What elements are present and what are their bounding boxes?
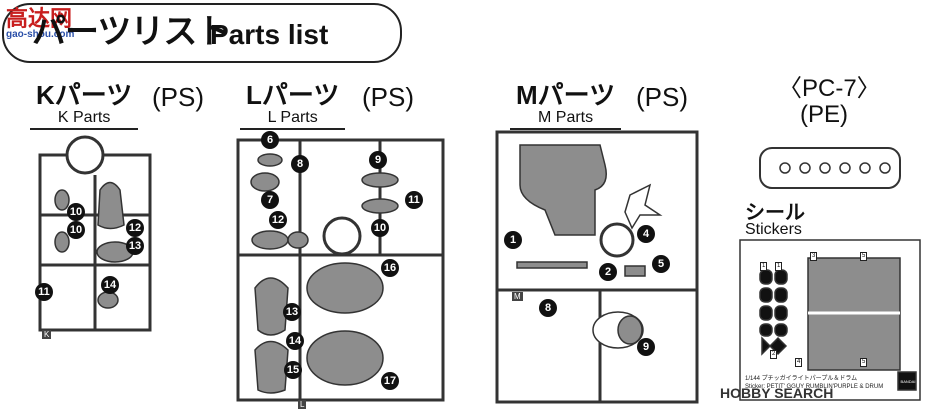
l-parts-header: Lパーツ L Parts bbox=[240, 80, 346, 130]
k-part-number-10: 10 bbox=[67, 221, 85, 239]
l-parts-jp: Lパーツ bbox=[246, 80, 340, 110]
pe-code: 〈PC-7〉 bbox=[778, 75, 881, 102]
bandai-badge bbox=[897, 371, 917, 391]
l-part-number-13: 13 bbox=[283, 303, 301, 321]
k-part-number-12: 12 bbox=[126, 219, 144, 237]
m-part-number-4: 4 bbox=[637, 225, 655, 243]
m-parts-header: Mパーツ M Parts bbox=[510, 80, 622, 130]
k-part-number-13: 13 bbox=[126, 237, 144, 255]
l-parts-material: (PS) bbox=[362, 82, 414, 112]
k-parts-header: Kパーツ K Parts bbox=[30, 80, 139, 130]
m-part-number-2: 2 bbox=[599, 263, 617, 281]
stickers-jp: シール bbox=[745, 202, 805, 224]
l-part-number-8: 8 bbox=[291, 155, 309, 173]
sticker-tag-5: 5 bbox=[860, 358, 868, 367]
sticker-badge: BANDAI bbox=[900, 379, 916, 384]
k-parts-material: (PS) bbox=[152, 82, 204, 112]
m-part-number-5: 5 bbox=[652, 255, 670, 273]
pe-material: (PE) bbox=[800, 101, 848, 128]
l-part-upper-shell bbox=[306, 262, 384, 314]
m-sprue bbox=[495, 130, 699, 404]
l-part-number-16: 16 bbox=[381, 259, 399, 277]
l-part-number-6: 6 bbox=[261, 131, 279, 149]
sticker-line2: Sticker: PETIT' GGUY RUMBLIN'PURPLE & DR… bbox=[745, 384, 884, 390]
m-part-number-1: 1 bbox=[504, 231, 522, 249]
l-part-number-11: 11 bbox=[405, 191, 423, 209]
m-parts-material: (PS) bbox=[636, 82, 688, 112]
title-english: Parts list bbox=[210, 19, 329, 50]
l-part-number-12: 12 bbox=[269, 211, 287, 229]
l-part-number-15: 15 bbox=[284, 361, 302, 379]
m-part-face bbox=[519, 144, 607, 236]
k-parts-jp: Kパーツ bbox=[36, 80, 133, 110]
k-part-number-14: 14 bbox=[101, 276, 119, 294]
k-part-cone bbox=[97, 181, 125, 230]
m-part-number-8: 8 bbox=[539, 299, 557, 317]
title-banner bbox=[2, 3, 402, 63]
k-part-number-10: 10 bbox=[67, 203, 85, 221]
watermark-domain: gao-shou.com bbox=[6, 29, 75, 40]
l-sprue bbox=[236, 138, 445, 402]
m-parts-en: M Parts bbox=[538, 109, 594, 126]
l-part-number-10: 10 bbox=[371, 219, 389, 237]
l-part-lower-shell bbox=[306, 330, 384, 386]
sticker-tag-5: 5 bbox=[860, 252, 868, 261]
watermark-brand: 高达网 bbox=[6, 6, 73, 31]
sticker-tag-4: 4 bbox=[795, 358, 803, 367]
stickers-en: Stickers bbox=[745, 221, 802, 238]
sprue-tag-l: L bbox=[298, 400, 307, 409]
l-part-number-7: 7 bbox=[261, 191, 279, 209]
sticker-tag-3: 3 bbox=[810, 252, 818, 261]
l-part-number-14: 14 bbox=[286, 332, 304, 350]
sticker-tag-1: 1 bbox=[760, 262, 768, 271]
k-parts-en: K Parts bbox=[57, 109, 111, 126]
sticker-tag-2: 2 bbox=[770, 350, 778, 359]
hobby-search-footer: HOBBY SEARCH bbox=[720, 385, 834, 401]
sticker-line1: 1/144 プチッガイライトパープル＆ドラム bbox=[745, 376, 858, 382]
l-part-number-17: 17 bbox=[381, 372, 399, 390]
title-japanese: パーツリスト bbox=[32, 13, 230, 51]
sprue-tag-m: M bbox=[512, 292, 523, 301]
k-sprue bbox=[38, 135, 152, 332]
m-part-number-9: 9 bbox=[637, 338, 655, 356]
sticker-tag-1: 1 bbox=[775, 262, 783, 271]
sprue-tag-k: K bbox=[42, 330, 52, 339]
k-part-number-11: 11 bbox=[35, 283, 53, 301]
m-parts-jp: Mパーツ bbox=[516, 80, 616, 110]
l-part-number-9: 9 bbox=[369, 151, 387, 169]
l-parts-en: L Parts bbox=[267, 109, 318, 126]
